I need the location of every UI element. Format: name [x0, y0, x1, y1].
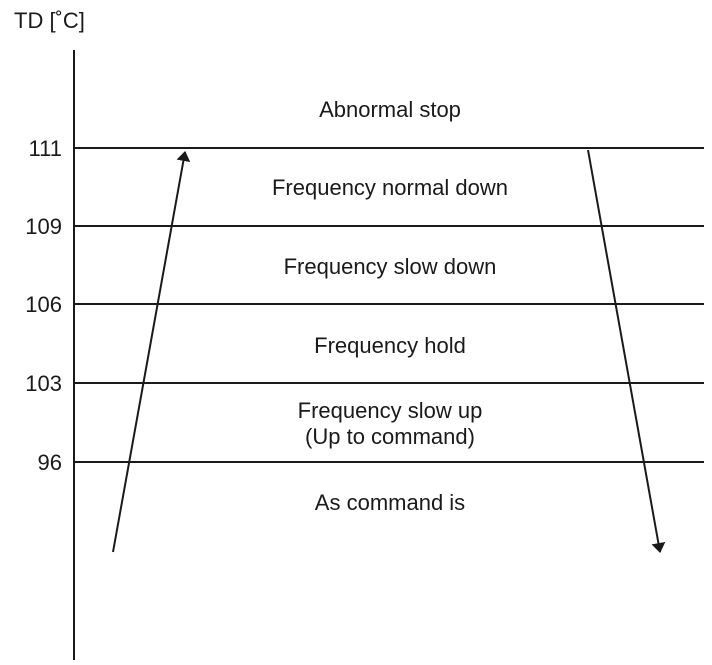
zone-sublabel-up-to-command: (Up to command)	[305, 424, 475, 449]
tick-label-111: 111	[28, 136, 62, 161]
tick-label-106: 106	[25, 292, 62, 317]
zone-label-slow-down: Frequency slow down	[283, 254, 497, 279]
zone-label-as-command: As command is	[314, 490, 466, 515]
tick-label-96: 96	[37, 450, 62, 475]
axis-title: TD [˚C]	[14, 8, 85, 33]
zone-label-normal-down: Frequency normal down	[271, 175, 508, 200]
zone-label-abnormal-stop: Abnormal stop	[319, 97, 461, 122]
zone-label-hold: Frequency hold	[314, 333, 466, 358]
rising-arrow	[112, 151, 191, 553]
zone-label-slow-up: Frequency slow up	[297, 398, 483, 423]
falling-arrow	[587, 149, 666, 553]
tick-label-109: 109	[25, 214, 62, 239]
tick-label-103: 103	[25, 371, 62, 396]
